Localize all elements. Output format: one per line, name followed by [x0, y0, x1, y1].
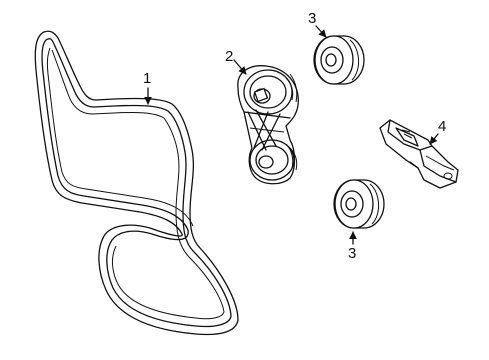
callout-1: 1 [143, 70, 151, 87]
idler-pulley-upper[interactable] [313, 35, 365, 85]
belt-tensioner[interactable] [237, 65, 299, 185]
leader-3-upper [315, 25, 327, 38]
callout-3-lower: 3 [348, 245, 356, 262]
leader-4 [429, 133, 439, 145]
callout-2: 2 [225, 48, 233, 65]
idler-pulley-lower[interactable] [333, 179, 385, 229]
leader-2 [233, 59, 247, 75]
tensioner-bracket[interactable] [379, 119, 459, 189]
serpentine-belt[interactable] [34, 30, 239, 336]
callout-3-upper: 3 [308, 10, 316, 27]
callout-4: 4 [438, 118, 446, 135]
